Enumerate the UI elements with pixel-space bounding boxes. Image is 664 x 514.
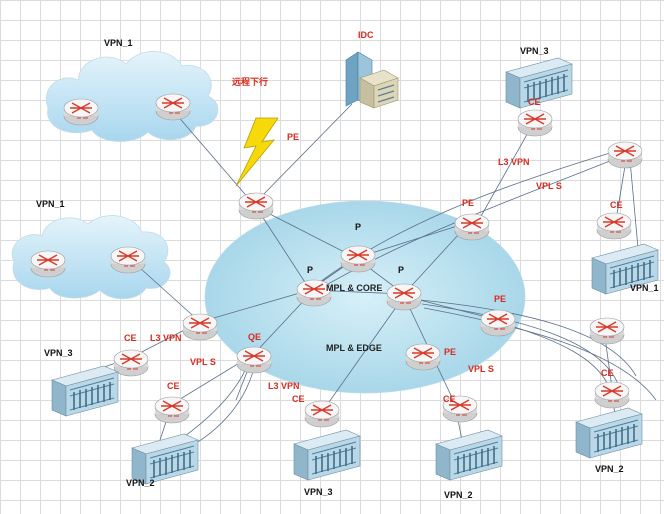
vpn2-bottom-left-label: VPN_2: [126, 478, 155, 488]
router-ce-bl[interactable]: [154, 396, 190, 424]
server-vpn3-bottom[interactable]: [293, 429, 361, 481]
lightning-icon: [235, 117, 279, 187]
vpls-right-label: VPL S: [468, 364, 494, 374]
vpls-top-label: VPL S: [536, 181, 562, 191]
router-pe-low[interactable]: [405, 343, 441, 371]
vpn2-bottom-label: VPN_2: [444, 490, 473, 500]
mpls-core-label: MPL & CORE: [326, 283, 383, 293]
qe-label: QE: [248, 332, 262, 342]
vpls-left-label: VPL S: [190, 357, 216, 367]
p-right-label: P: [398, 265, 405, 275]
vpn1-left-cloud: [11, 215, 171, 300]
router-ce-left[interactable]: [113, 349, 149, 377]
vpn3-bottom-label: VPN_3: [304, 487, 333, 497]
l3vpn-top-label: L3 VPN: [498, 157, 530, 167]
server-vpn2-bottom[interactable]: [435, 429, 503, 481]
router-pe-left[interactable]: [182, 313, 218, 341]
router-ce-br[interactable]: [594, 381, 630, 409]
ce-br-label: CE: [601, 368, 614, 378]
server-vpn2-right[interactable]: [575, 407, 643, 459]
pe-right-label: PE: [494, 294, 507, 304]
router-switch-right[interactable]: [607, 141, 643, 169]
pe-mid-label: PE: [462, 198, 475, 208]
router-pe-top[interactable]: [238, 192, 274, 220]
server-vpn3-left[interactable]: [51, 365, 119, 417]
router-vpn1-top-1[interactable]: [63, 98, 99, 126]
vpn1-top-label: VPN_1: [104, 38, 133, 48]
ce-bl-label: CE: [167, 381, 180, 391]
vpn1-top-cloud: [45, 51, 219, 142]
router-qe[interactable]: [236, 346, 272, 374]
p-left-label: P: [307, 265, 314, 275]
p-top-label: P: [355, 222, 362, 232]
vpn2-right-label: VPN_2: [595, 464, 624, 474]
vpn3-left-label: VPN_3: [44, 348, 73, 358]
router-p-right[interactable]: [386, 283, 422, 311]
router-vpn1-left-2[interactable]: [110, 246, 146, 274]
ce-right-label: CE: [610, 200, 623, 210]
ce-left-label: CE: [124, 333, 137, 343]
vpn1-right-label: VPN_1: [630, 283, 659, 293]
router-switch-br[interactable]: [589, 317, 625, 345]
ce-bottom-label: CE: [292, 394, 305, 404]
router-vpn1-top-2[interactable]: [155, 93, 191, 121]
router-pe-right[interactable]: [480, 309, 516, 337]
l3vpn-left-label: L3 VPN: [150, 333, 182, 343]
idc-building-icon[interactable]: [345, 51, 399, 109]
router-ce-bottom[interactable]: [304, 400, 340, 428]
ce-top-label: CE: [528, 97, 541, 107]
l3vpn-bottom-label: L3 VPN: [268, 381, 300, 391]
idc-label: IDC: [358, 30, 374, 40]
vpn3-topright-label: VPN_3: [520, 46, 549, 56]
ce-b2-label: CE: [443, 394, 456, 404]
pe-low-label: PE: [444, 347, 457, 357]
router-ce-right[interactable]: [596, 212, 632, 240]
router-pe-mid[interactable]: [454, 213, 490, 241]
lightning-label: 远程下行: [232, 77, 269, 87]
router-ce-top[interactable]: [517, 109, 553, 137]
server-vpn2-bottom-left[interactable]: [131, 433, 199, 485]
vpn1-left-label: VPN_1: [36, 199, 65, 209]
router-p-top[interactable]: [340, 245, 376, 273]
mpls-edge-label: MPL & EDGE: [326, 343, 382, 353]
router-vpn1-left-1[interactable]: [30, 250, 66, 278]
pe-top-label: PE: [287, 132, 300, 142]
